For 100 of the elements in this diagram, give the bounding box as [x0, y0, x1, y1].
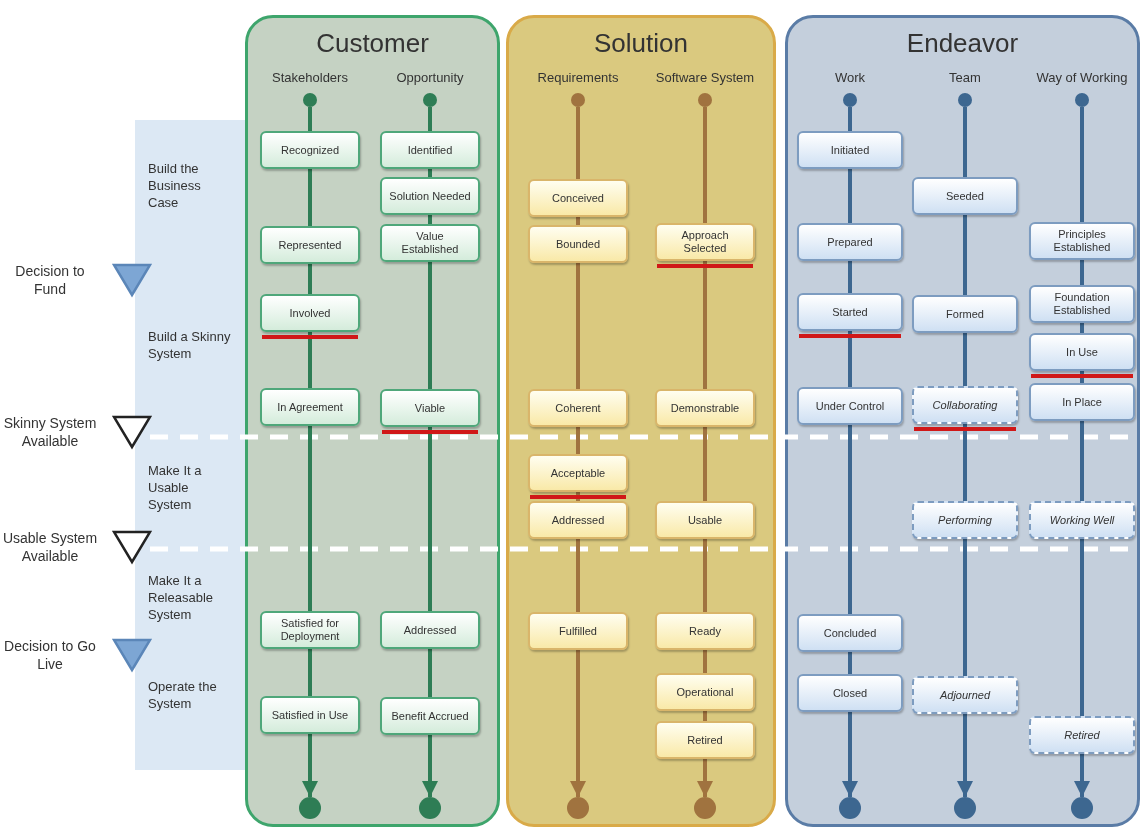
arrow	[1074, 754, 1090, 797]
state-card: Approach Selected	[655, 223, 755, 261]
state-card: Conceived	[528, 179, 628, 217]
arrow	[957, 714, 973, 797]
state-card: Concluded	[797, 614, 903, 652]
column-heading: Work	[834, 70, 866, 85]
state-card: In Agreement	[260, 388, 360, 426]
column-heading: Requirements	[537, 70, 619, 85]
connector-line	[703, 650, 707, 673]
state-card: Adjourned	[912, 676, 1018, 714]
connector-line	[848, 261, 852, 293]
state-card: Collaborating	[912, 386, 1018, 424]
state-card: Represented	[260, 226, 360, 264]
arrow	[302, 734, 318, 797]
state-card: Ready	[655, 612, 755, 650]
column-heading: Stakeholders	[272, 70, 348, 85]
phase-label: Make It a Releasable System	[148, 572, 215, 623]
connector-line	[703, 261, 707, 389]
state-card: Formed	[912, 295, 1018, 333]
connector-line	[576, 107, 580, 179]
connector-line	[703, 711, 707, 721]
state-card: Retired	[655, 721, 755, 759]
state-card: Demonstrable	[655, 389, 755, 427]
milestone-label: Decision to Go Live	[3, 637, 97, 673]
end-dot	[419, 797, 441, 819]
state-card: Working Well	[1029, 501, 1135, 539]
connector-line	[1080, 260, 1084, 285]
phase-label: Make It a Usable System	[148, 462, 203, 513]
connector-line	[308, 332, 312, 388]
connector-line	[848, 169, 852, 223]
state-card: Bounded	[528, 225, 628, 263]
connector-line	[428, 169, 432, 177]
state-card: Seeded	[912, 177, 1018, 215]
connector-line	[963, 333, 967, 386]
connector-line	[963, 424, 967, 501]
connector-line	[576, 217, 580, 225]
connector-line	[308, 649, 312, 696]
connector-line	[576, 539, 580, 612]
arrow	[570, 650, 586, 797]
connector-line	[963, 215, 967, 295]
panel-title: Solution	[593, 28, 689, 59]
column-heading: Team	[949, 70, 981, 85]
connector-line	[848, 425, 852, 614]
state-card: Principles Established	[1029, 222, 1135, 260]
state-card: Retired	[1029, 716, 1135, 754]
connector-line	[308, 169, 312, 226]
state-card: Performing	[912, 501, 1018, 539]
milestone-label: Skinny System Available	[2, 414, 98, 450]
state-card: Identified	[380, 131, 480, 169]
column-heading: Way of Working	[1036, 70, 1128, 85]
end-dot	[694, 797, 716, 819]
state-card: Acceptable	[528, 454, 628, 492]
state-card: Addressed	[528, 501, 628, 539]
connector-line	[1080, 539, 1084, 716]
connector-line	[848, 107, 852, 131]
state-card: Solution Needed	[380, 177, 480, 215]
connector-line	[428, 107, 432, 131]
state-card: Fulfilled	[528, 612, 628, 650]
connector-line	[308, 107, 312, 131]
end-dot	[567, 797, 589, 819]
state-card: In Use	[1029, 333, 1135, 371]
connector-line	[428, 427, 432, 611]
state-card: Addressed	[380, 611, 480, 649]
milestone-label: Decision to Fund	[14, 262, 86, 298]
state-card: Coherent	[528, 389, 628, 427]
connector-line	[848, 331, 852, 387]
milestone-label: Usable System Available	[1, 529, 99, 565]
phase-label: Operate the System	[148, 678, 218, 712]
end-dot	[1071, 797, 1093, 819]
connector-line	[703, 427, 707, 501]
swimlane-panel	[785, 15, 1140, 827]
arrow	[842, 712, 858, 797]
connector-line	[428, 262, 432, 389]
arrow	[422, 735, 438, 797]
panel-title: Endeavor	[905, 28, 1020, 59]
column-heading: Opportunity	[396, 70, 464, 85]
state-card: Initiated	[797, 131, 903, 169]
connector-line	[1080, 107, 1084, 222]
state-card: Operational	[655, 673, 755, 711]
connector-line	[428, 215, 432, 224]
state-card: In Place	[1029, 383, 1135, 421]
state-card: Recognized	[260, 131, 360, 169]
state-card: Involved	[260, 294, 360, 332]
phase-label: Build a Skinny System	[148, 328, 232, 362]
end-dot	[839, 797, 861, 819]
arrow	[697, 759, 713, 797]
state-card: Foundation Established	[1029, 285, 1135, 323]
connector-line	[308, 426, 312, 611]
state-card: Prepared	[797, 223, 903, 261]
state-card: Usable	[655, 501, 755, 539]
state-card: Under Control	[797, 387, 903, 425]
swimlane-panel	[506, 15, 776, 827]
phase-label: Build the Business Case	[148, 160, 202, 211]
connector-line	[308, 264, 312, 294]
connector-line	[963, 539, 967, 676]
end-dot	[954, 797, 976, 819]
connector-line	[428, 649, 432, 697]
state-card: Viable	[380, 389, 480, 427]
connector-line	[703, 539, 707, 612]
panel-title: Customer	[315, 28, 430, 59]
